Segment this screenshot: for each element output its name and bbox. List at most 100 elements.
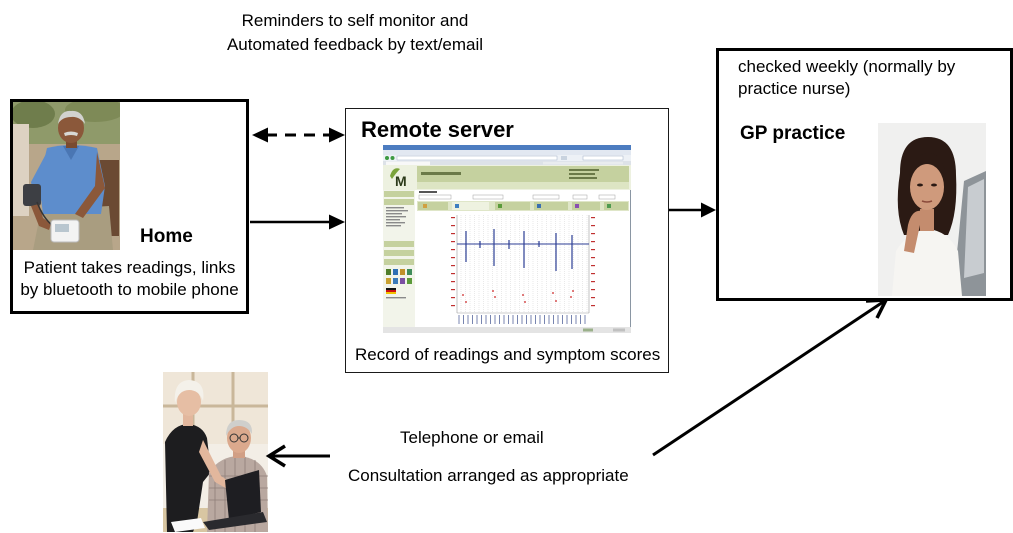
home-description: Patient takes readings, links by bluetoo… xyxy=(13,257,246,301)
screenshot-x-label xyxy=(481,315,482,324)
screenshot-x-label xyxy=(499,315,500,324)
server-to-gp-arrow xyxy=(669,202,716,218)
screenshot-x-label xyxy=(575,315,577,324)
screenshot-x-label xyxy=(571,315,572,324)
patient-illustration xyxy=(13,102,120,250)
glasses-icon xyxy=(229,433,249,443)
screenshot-axis-ticks xyxy=(451,217,595,307)
screenshot-graphic: M xyxy=(383,145,631,333)
address-bar xyxy=(396,155,558,161)
screenshot-right-tick xyxy=(591,281,595,283)
reminder-note: Reminders to self monitor and Automated … xyxy=(205,9,505,57)
contact-method-label: Telephone or email xyxy=(400,428,544,447)
arrowhead-right xyxy=(329,127,345,143)
screenshot-x-label xyxy=(517,315,518,324)
screenshot-right-tick xyxy=(591,297,595,299)
screenshot-left-tick xyxy=(451,273,455,275)
screenshot-right-tick xyxy=(591,241,595,243)
screenshot-x-label xyxy=(512,315,514,324)
couple-illustration xyxy=(163,372,268,532)
practice-nurse-photo xyxy=(878,123,986,296)
arrowhead-right xyxy=(701,202,716,218)
screenshot-x-label xyxy=(472,315,473,324)
screenshot-x-label xyxy=(566,315,568,324)
screenshot-x-label xyxy=(521,315,523,324)
screenshot-right-tick xyxy=(591,305,595,307)
screenshot-left-tick xyxy=(451,241,455,243)
screenshot-right-tick xyxy=(591,217,595,219)
screenshot-x-label xyxy=(503,315,505,324)
screenshot-x-label xyxy=(553,315,554,324)
arrowhead-left xyxy=(265,444,286,468)
screenshot-x-label xyxy=(548,315,550,324)
screenshot-x-label xyxy=(539,315,541,324)
arrowhead-up-right xyxy=(865,298,889,319)
logo-leaf-icon xyxy=(390,168,400,179)
remote-server-caption: Record of readings and symptom scores xyxy=(355,345,661,364)
home-box: Home Patient takes readings, links by bl… xyxy=(10,99,249,314)
app-filter-row xyxy=(418,191,616,200)
screenshot-left-tick xyxy=(451,281,455,283)
screenshot-x-label xyxy=(584,315,586,324)
screenshot-right-tick xyxy=(591,257,595,259)
reminder-note-line2: Automated feedback by text/email xyxy=(226,35,484,54)
screenshot-x-label xyxy=(463,315,464,324)
home-server-sync-arrow xyxy=(252,127,345,143)
consultation-label: Consultation arranged as appropriate xyxy=(348,466,629,485)
gp-practice-box: checked weekly (normally by practice nur… xyxy=(716,48,1013,301)
screenshot-x-label xyxy=(580,315,581,324)
screenshot-x-label xyxy=(535,315,536,324)
screenshot-chart xyxy=(447,213,599,325)
screenshot-logo: M xyxy=(395,173,407,189)
reminder-note-line1: Reminders to self monitor and xyxy=(241,11,469,30)
patient-home-photo xyxy=(13,102,120,250)
screenshot-right-tick xyxy=(591,233,595,235)
screenshot-x-label xyxy=(530,315,532,324)
screenshot-right-tick xyxy=(591,265,595,267)
screenshot-symptom-dots xyxy=(462,290,574,303)
screenshot-x-label xyxy=(490,315,491,324)
screenshot-left-tick xyxy=(451,305,455,307)
contact-patient-arrow xyxy=(265,444,330,468)
bp-cuff xyxy=(23,184,41,206)
elderly-couple-photo xyxy=(163,372,268,532)
screenshot-gridlines xyxy=(460,215,588,313)
screenshot-left-tick xyxy=(451,265,455,267)
home-title: Home xyxy=(140,226,193,247)
screenshot-left-tick xyxy=(451,289,455,291)
screenshot-left-tick xyxy=(451,233,455,235)
screenshot-x-label xyxy=(544,315,545,324)
screenshot-x-label xyxy=(557,315,559,324)
screenshot-left-tick xyxy=(451,297,455,299)
gp-review-note-line1: checked weekly (normally by xyxy=(738,57,956,76)
app-header: M xyxy=(383,165,631,190)
screenshot-right-tick xyxy=(591,289,595,291)
home-to-server-arrow xyxy=(250,214,345,230)
screenshot-x-label xyxy=(508,315,509,324)
app-sidebar xyxy=(383,190,415,327)
nurse-illustration xyxy=(878,123,986,296)
laptop xyxy=(225,470,261,520)
home-description-line2: by bluetooth to mobile phone xyxy=(20,280,239,299)
screenshot-x-label xyxy=(476,315,478,324)
gp-practice-title: GP practice xyxy=(740,123,846,144)
server-app-screenshot: M xyxy=(383,145,631,333)
screenshot-right-tick xyxy=(591,249,595,251)
forward-icon xyxy=(390,156,395,160)
flag-icon xyxy=(386,288,396,294)
gp-review-note-line2: practice nurse) xyxy=(738,79,851,98)
screenshot-x-labels xyxy=(458,315,586,324)
screenshot-x-label xyxy=(485,315,487,324)
back-icon xyxy=(385,156,389,160)
remote-server-box: Remote server xyxy=(345,108,669,373)
screenshot-x-label xyxy=(494,315,496,324)
screenshot-left-tick xyxy=(451,225,455,227)
home-description-line1: Patient takes readings, links xyxy=(23,258,236,277)
screenshot-x-label xyxy=(526,315,527,324)
gp-review-note: checked weekly (normally by practice nur… xyxy=(738,56,955,100)
browser-chrome xyxy=(383,145,631,165)
arrowhead-right xyxy=(329,214,345,230)
screenshot-left-tick xyxy=(451,217,455,219)
browser-status-bar xyxy=(383,327,631,333)
app-tab-row xyxy=(417,201,629,211)
